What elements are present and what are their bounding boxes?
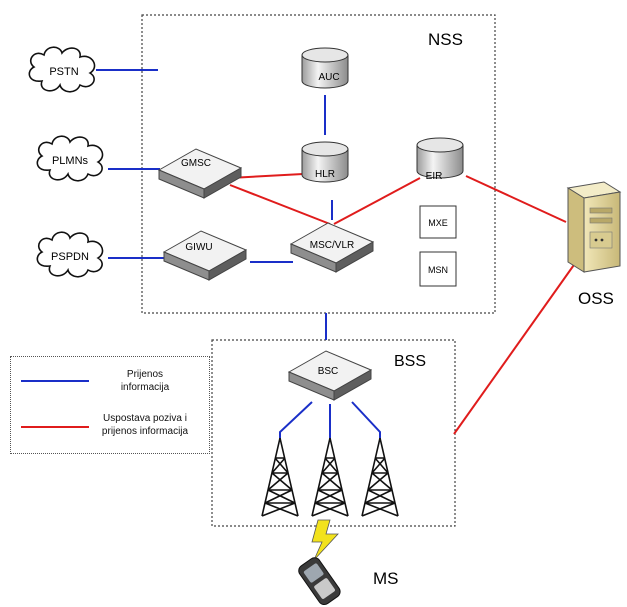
auc-node: AUC — [301, 47, 349, 89]
nss-frame — [141, 14, 496, 314]
server-icon — [566, 181, 622, 273]
oss-label: OSS — [578, 289, 614, 308]
eir-node: EIR — [416, 137, 464, 182]
pspdn-cloud: PSPDN — [36, 231, 104, 278]
bts-tower-2 — [311, 437, 349, 517]
ms-label: MS — [373, 569, 399, 588]
legend-row-call: Uspostava poziva i prijenos informacija — [11, 407, 211, 447]
mxe-node: MXE — [419, 205, 457, 239]
legend-row-info: Prijenos informacija — [11, 363, 211, 403]
iwu-label: GIWU — [185, 242, 212, 253]
eir-label: EIR — [426, 171, 443, 182]
pstn-cloud: PSTN — [28, 46, 96, 93]
bss-label: BSS — [394, 353, 426, 370]
legend-info-label: Prijenos informacija — [120, 369, 170, 393]
hlr-label: HLR — [315, 169, 335, 180]
bts-tower-3 — [361, 437, 399, 517]
bts-tower-1 — [261, 437, 299, 517]
mxe-label: MXE — [428, 218, 448, 228]
legend-call-line — [21, 426, 89, 428]
msn-node: MSN — [419, 251, 457, 287]
hlr-node: HLR — [301, 141, 349, 183]
pspdn-label: PSPDN — [51, 251, 89, 263]
plmns-label: PLMNs — [52, 155, 89, 167]
nss-label: NSS — [428, 30, 463, 49]
pstn-label: PSTN — [49, 66, 78, 78]
oss-server — [566, 181, 622, 273]
msn-label: MSN — [428, 265, 448, 275]
switch-icon — [158, 148, 242, 199]
legend-info-line — [21, 380, 89, 382]
tower-icon — [361, 437, 399, 517]
bsc-node: BSC — [288, 350, 372, 401]
bsc-label: BSC — [318, 366, 339, 377]
gmsc-node: GMSC — [158, 148, 242, 199]
legend: Prijenos informacija Uspostava poziva i … — [10, 356, 210, 454]
legend-call-label: Uspostava poziva i prijenos informacija — [101, 413, 189, 437]
lightning-icon — [311, 519, 339, 561]
switch-icon — [163, 230, 247, 281]
mscvlr-node: MSC/VLR — [290, 222, 374, 273]
phone-icon — [298, 557, 341, 606]
call-links — [229, 173, 577, 435]
iwu-node: GIWU — [163, 230, 247, 281]
gmsc-label: GMSC — [181, 158, 211, 169]
tower-icon — [311, 437, 349, 517]
plmns-cloud: PLMNs — [36, 135, 104, 182]
tower-icon — [261, 437, 299, 517]
mscvlr-label: MSC/VLR — [310, 240, 354, 251]
auc-label: AUC — [318, 72, 339, 83]
